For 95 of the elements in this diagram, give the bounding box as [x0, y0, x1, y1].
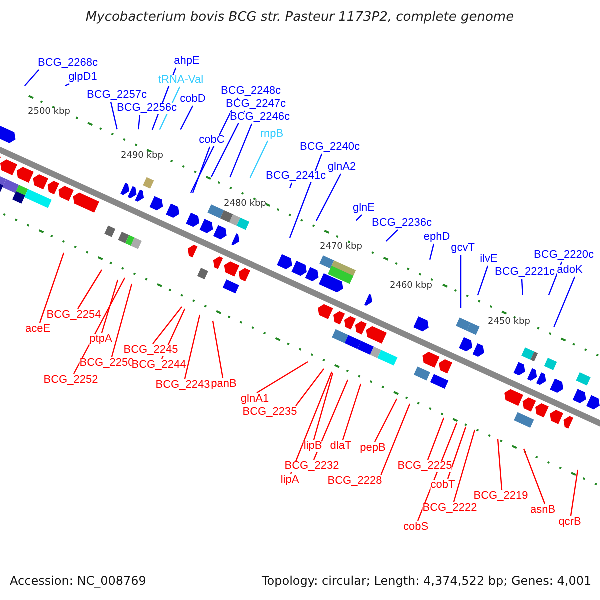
- gene-label: BCG_2244: [132, 360, 186, 371]
- gene-label: BCG_2254: [46, 310, 102, 321]
- gene-label: BCG_2232: [284, 461, 340, 472]
- gene-label: BCG_2243: [156, 380, 210, 391]
- leader-line: [447, 426, 467, 480]
- leader-line: [250, 140, 269, 178]
- gene-label: BCG_2228: [328, 476, 382, 487]
- gene-label: BCG_2225: [398, 461, 452, 472]
- scale-label: 2490 kbp: [121, 152, 164, 161]
- scale-label: 2470 kbp: [320, 243, 362, 252]
- leader-line: [523, 448, 546, 504]
- leader-line: [77, 270, 103, 310]
- gene-label: BCG_2235: [242, 407, 298, 418]
- leader-line: [152, 306, 182, 344]
- gene-label: lipB: [304, 441, 322, 452]
- gene-label: BCG_2268c: [38, 58, 98, 69]
- leader-line: [192, 146, 211, 194]
- gene-label: glpD1: [68, 72, 98, 83]
- gene-label: BCG_2245: [124, 345, 178, 356]
- gene-label: BCG_2241c: [266, 171, 326, 182]
- gene-label: aceE: [25, 324, 51, 335]
- gene-label: BCG_2236c: [372, 218, 432, 229]
- leader-line: [73, 278, 126, 374]
- leader-line: [374, 398, 398, 442]
- leader-line: [380, 404, 411, 476]
- gene-label: qcrB: [558, 517, 582, 528]
- leader-line: [554, 276, 576, 328]
- leader-line: [316, 174, 342, 222]
- leader-line: [497, 438, 503, 490]
- gene-label: BCG_2221c: [495, 267, 555, 278]
- leader-line: [313, 380, 349, 460]
- leader-line: [111, 284, 133, 358]
- gene-label: ilvE: [480, 254, 498, 265]
- gene-label: lipA: [280, 475, 300, 486]
- leader-line: [290, 182, 293, 188]
- leader-line: [521, 278, 524, 296]
- leader-line: [110, 102, 118, 130]
- scale-label: 2460 kbp: [390, 282, 432, 291]
- leader-line: [477, 266, 489, 296]
- leader-line: [313, 372, 334, 440]
- gene-label: tRNA-Val: [158, 75, 204, 86]
- leader-line: [453, 430, 476, 502]
- leader-line: [24, 70, 40, 86]
- leader-line: [101, 280, 119, 334]
- leader-line: [65, 83, 70, 86]
- leader-line: [296, 368, 324, 406]
- leader-line: [289, 154, 323, 238]
- leader-line: [290, 372, 333, 474]
- scale-label: 2500 kbp: [28, 108, 70, 117]
- gene-label: BCG_2220c: [534, 250, 594, 261]
- leader-line: [39, 252, 65, 324]
- gene-label: glnE: [352, 203, 376, 214]
- gene-label: adoK: [557, 265, 583, 276]
- gene-label: BCG_2256c: [117, 103, 177, 114]
- leader-line: [230, 124, 253, 178]
- gene-label: BCG_2252: [44, 375, 98, 386]
- leader-line: [429, 244, 435, 260]
- gene-label: BCG_2219: [474, 491, 528, 502]
- gene-label: cobT: [430, 480, 456, 491]
- leader-line: [427, 418, 445, 460]
- leader-line: [256, 361, 308, 394]
- scale-label: 2450 kbp: [488, 318, 530, 327]
- leader-line: [184, 314, 201, 380]
- genome-summary: Topology: circular; Length: 4,374,522 bp; Genes: 4,001: [262, 575, 592, 587]
- leader-line: [386, 230, 398, 242]
- gene-label: cobS: [403, 522, 429, 533]
- gene-label: gcvT: [451, 243, 475, 254]
- gene-label: BCG_2247c: [226, 99, 286, 110]
- gene-label: cobC: [199, 135, 225, 146]
- leader-line: [570, 470, 579, 516]
- gene-label: cobD: [180, 94, 206, 105]
- leader-line: [138, 114, 141, 130]
- leader-line: [460, 255, 462, 308]
- leader-line: [180, 106, 194, 130]
- gene-label: panB: [211, 379, 237, 390]
- gene-label: BCG_2257c: [87, 90, 147, 101]
- accession-note: Accession: NC_008769: [10, 575, 146, 587]
- title: Mycobacterium bovis BCG str. Pasteur 1173P2, complete genome: [86, 11, 514, 24]
- gene-label: glnA2: [328, 162, 356, 173]
- gene-label: BCG_2250: [80, 358, 134, 369]
- gene-label: BCG_2240c: [300, 142, 360, 153]
- gene-label: rnpB: [260, 129, 284, 140]
- gene-label: BCG_2246c: [230, 112, 290, 123]
- gene-label: BCG_2222: [422, 503, 478, 514]
- leader-line: [212, 320, 224, 378]
- gene-label: dlaT: [330, 441, 352, 452]
- gene-label: BCG_2248c: [221, 86, 281, 97]
- gene-label: ahpE: [174, 56, 200, 67]
- leader-line: [342, 384, 362, 440]
- gene-label: pepB: [360, 443, 386, 454]
- gene-label: ptpA: [90, 334, 112, 345]
- gene-label: asnB: [530, 505, 556, 516]
- gene-label: ephD: [424, 232, 450, 243]
- gene-label: glnA1: [240, 394, 270, 405]
- scale-label: 2480 kbp: [224, 200, 266, 209]
